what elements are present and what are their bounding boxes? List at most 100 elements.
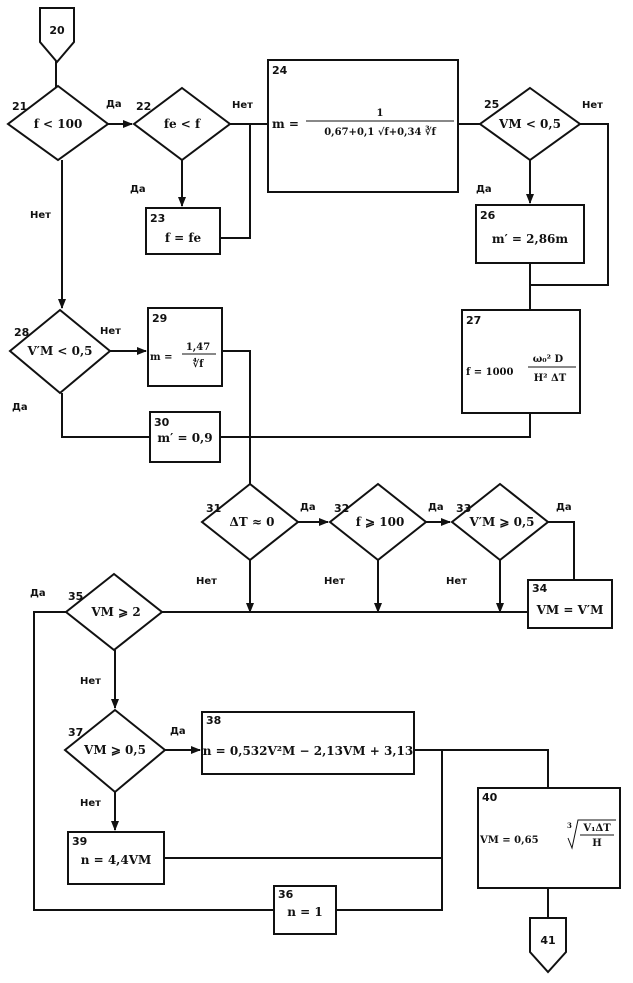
- line-35-36: [33, 608, 274, 911]
- block-31-number: 31: [206, 502, 221, 515]
- line-33-34: [548, 521, 575, 580]
- decision-32: 32 f ⩾ 100: [328, 482, 428, 562]
- line-23-24: [220, 124, 251, 239]
- block-25-condition: VM < 0,5: [498, 117, 561, 131]
- decision-37: 37 VM ⩾ 0,5: [63, 708, 167, 794]
- radical-sign-icon: [567, 819, 616, 850]
- decision-22: 22 fe < f: [132, 86, 232, 162]
- block-25-number: 25: [484, 98, 499, 111]
- process-34: 34 VM = V′M: [527, 579, 613, 629]
- decision-21: 21 f < 100: [6, 84, 110, 162]
- connector-20: 20: [39, 7, 75, 64]
- block-28-condition: V′M < 0,5: [26, 344, 92, 358]
- label-32-yes: Да: [428, 502, 444, 513]
- block-26-formula: m′ = 2,86m: [492, 232, 568, 246]
- label-28-no: Нет: [100, 326, 121, 337]
- block-29-lhs: m =: [150, 352, 172, 363]
- process-26: 26 m′ = 2,86m: [475, 204, 585, 264]
- block-40-lhs: VM = 0,65: [479, 835, 539, 846]
- label-25-yes: Да: [476, 184, 492, 195]
- block-38-number: 38: [206, 714, 221, 727]
- block-32-number: 32: [334, 502, 349, 515]
- label-31-no: Нет: [196, 576, 217, 587]
- block-35-number: 35: [68, 590, 83, 603]
- branch-labels: Да Нет Нет Да Нет Да Нет Да Да Да Дa Нет…: [12, 99, 603, 809]
- label-21-yes: Да: [106, 99, 122, 110]
- block-27-numerator: ω₀² D: [533, 354, 564, 365]
- block-40-denominator: H: [592, 838, 601, 849]
- block-31-condition: ΔT ≈ 0: [230, 515, 275, 529]
- block-37-number: 37: [68, 726, 83, 739]
- connector-20-label: 20: [49, 24, 65, 37]
- block-36-number: 36: [278, 888, 294, 901]
- decision-33: 33 V′M ⩾ 0,5: [450, 482, 550, 562]
- line-27-30: [220, 413, 531, 438]
- block-27-denominator: H² ΔT: [534, 373, 567, 384]
- process-36: 36 n = 1: [273, 885, 337, 935]
- block-33-number: 33: [456, 502, 471, 515]
- block-26-number: 26: [480, 209, 496, 222]
- label-32-no: Нет: [324, 576, 345, 587]
- label-37-no: Нет: [80, 798, 101, 809]
- block-23-number: 23: [150, 212, 165, 225]
- decision-28: 28 V′M < 0,5: [8, 308, 112, 395]
- process-30: 30 m′ = 0,9: [149, 411, 221, 463]
- label-22-no: Нет: [232, 100, 253, 111]
- block-28-number: 28: [14, 326, 29, 339]
- process-24: 24 m = 1 0,67+0,1 √f+0,34 ∛f: [267, 59, 459, 193]
- line-38-40: [414, 749, 549, 788]
- block-32-condition: f ⩾ 100: [356, 515, 405, 529]
- process-38: 38 n = 0,532V²M − 2,13VM + 3,13: [201, 711, 415, 775]
- block-27-lhs: f = 1000: [466, 367, 514, 378]
- line-29-31: [222, 350, 251, 484]
- process-39: 39 n = 4,4VM: [67, 831, 165, 885]
- block-39-number: 39: [72, 835, 87, 848]
- block-37-condition: VM ⩾ 0,5: [83, 743, 146, 757]
- block-39-formula: n = 4,4VM: [81, 853, 152, 867]
- block-27-number: 27: [466, 314, 481, 327]
- connector-41: 41: [529, 917, 567, 974]
- label-35-yes: Да: [30, 588, 46, 599]
- block-24-lhs: m =: [272, 117, 299, 131]
- block-22-number: 22: [136, 100, 151, 113]
- line-28-30: [61, 393, 150, 438]
- block-40-numerator: V₁ΔT: [582, 823, 611, 834]
- block-24-numerator: 1: [377, 108, 384, 119]
- block-34-number: 34: [532, 582, 548, 595]
- connector-lines: [33, 60, 609, 918]
- process-40: 40 VM = 0,65 3 V₁ΔT H: [477, 787, 621, 889]
- block-34-formula: VM = V′M: [536, 603, 604, 617]
- label-31-yes: Да: [300, 502, 316, 513]
- connector-41-label: 41: [540, 934, 555, 947]
- label-33-yes: Дa: [556, 502, 572, 513]
- block-29-numerator: 1,47: [186, 342, 210, 353]
- block-35-condition: VM ⩾ 2: [90, 605, 140, 619]
- block-24-number: 24: [272, 64, 288, 77]
- process-23: 23 f = fe: [145, 207, 221, 255]
- decision-25: 25 VM < 0,5: [478, 86, 582, 162]
- block-21-condition: f < 100: [34, 117, 83, 131]
- label-21-no: Нет: [30, 210, 51, 221]
- process-29: 29 m = 1,47 ∜f: [147, 307, 223, 387]
- line-36-trunk: [336, 858, 443, 911]
- line-25-no: [530, 120, 609, 286]
- block-24-denominator: 0,67+0,1 √f+0,34 ∛f: [324, 125, 436, 138]
- block-36-formula: n = 1: [287, 905, 322, 919]
- block-40-number: 40: [482, 791, 498, 804]
- label-35-no: Нет: [80, 676, 101, 687]
- block-23-formula: f = fe: [165, 231, 202, 245]
- label-22-yes: Да: [130, 184, 146, 195]
- label-37-yes: Да: [170, 726, 186, 737]
- label-25-no: Нет: [582, 100, 603, 111]
- block-30-formula: m′ = 0,9: [157, 431, 212, 445]
- block-29-number: 29: [152, 312, 167, 325]
- decision-35: 35 VM ⩾ 2: [64, 572, 164, 652]
- decision-31: 31 ΔT ≈ 0: [200, 482, 300, 562]
- block-29-denominator: ∜f: [193, 357, 205, 370]
- block-22-condition: fe < f: [164, 117, 201, 131]
- block-21-number: 21: [12, 100, 27, 113]
- block-40-root-index: 3: [567, 821, 572, 830]
- label-28-yes: Да: [12, 402, 28, 413]
- label-33-no: Нет: [446, 576, 467, 587]
